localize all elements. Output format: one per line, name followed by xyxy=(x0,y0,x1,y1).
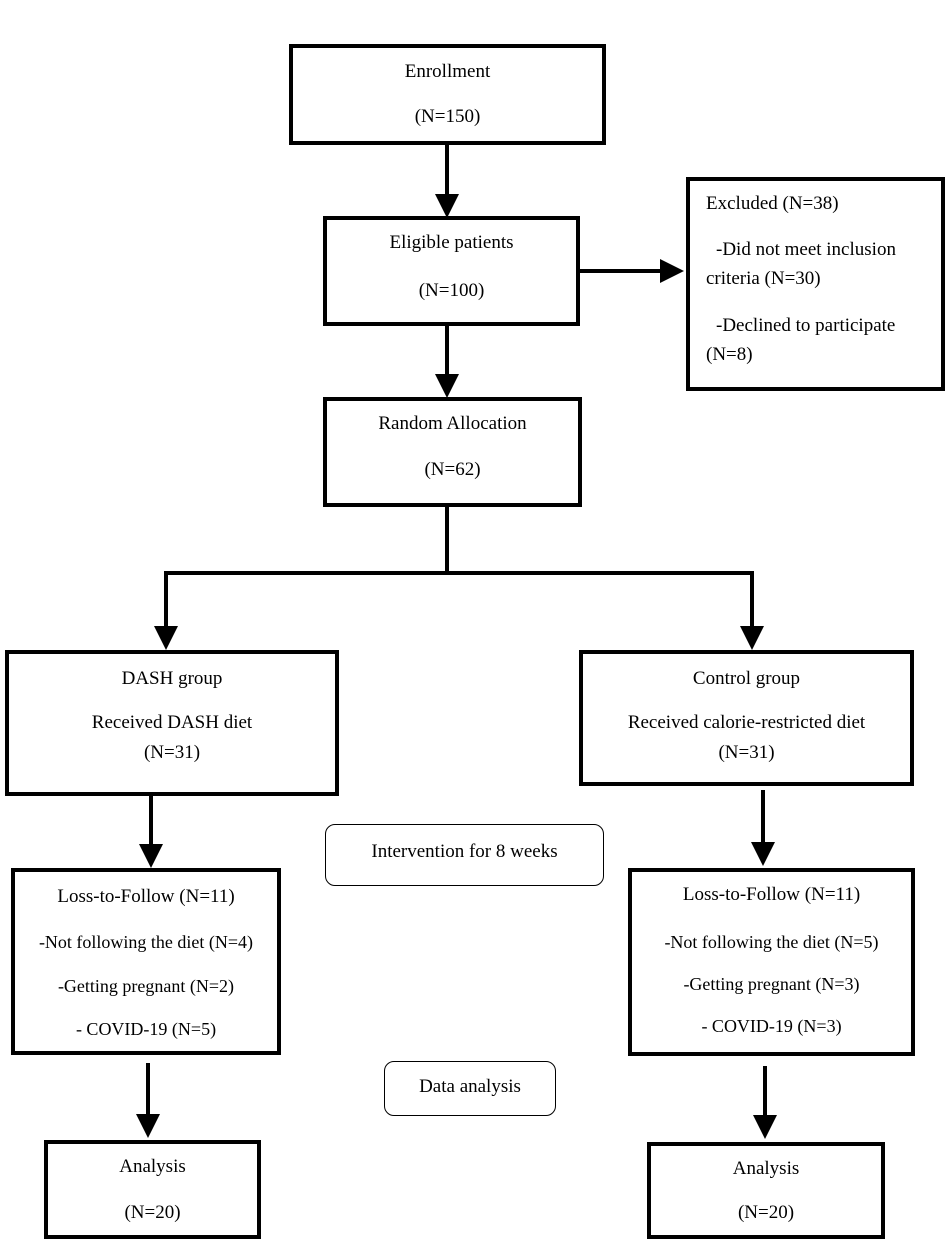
dash-group-title: DASH group xyxy=(121,668,223,689)
dash-group-desc: Received DASH diet xyxy=(91,712,253,733)
enrollment-title: Enrollment xyxy=(404,61,491,82)
data-analysis-label: Data analysis xyxy=(419,1076,521,1097)
control-analysis-count: (N=20) xyxy=(737,1202,795,1223)
data-analysis-label-box: Data analysis xyxy=(384,1061,556,1116)
eligible-box: Eligible patients (N=100) xyxy=(323,216,580,326)
excluded-title: Excluded (N=38) xyxy=(706,193,839,214)
control-loss-item2: -Getting pregnant (N=3) xyxy=(683,974,860,994)
excluded-box: Excluded (N=38) -Did not meet inclusion … xyxy=(686,177,945,391)
dash-analysis-title: Analysis xyxy=(119,1156,186,1177)
control-loss-item3: - COVID-19 (N=3) xyxy=(701,1016,842,1036)
control-loss-box: Loss-to-Follow (N=11) -Not following the… xyxy=(628,868,915,1056)
dash-loss-item3: - COVID-19 (N=5) xyxy=(75,1019,217,1039)
dash-group-count: (N=31) xyxy=(143,742,201,763)
control-group-title: Control group xyxy=(692,668,801,689)
dash-analysis-count: (N=20) xyxy=(124,1202,181,1223)
dash-loss-item2: -Getting pregnant (N=2) xyxy=(57,976,235,996)
enrollment-box: Enrollment (N=150) xyxy=(289,44,606,145)
control-group-desc: Received calorie-restricted diet xyxy=(627,712,866,733)
excluded-reason2-line2: (N=8) xyxy=(706,344,753,365)
control-group-count: (N=31) xyxy=(718,742,775,763)
dash-loss-item1: -Not following the diet (N=4) xyxy=(38,932,254,952)
enrollment-count: (N=150) xyxy=(414,106,481,127)
dash-loss-box: Loss-to-Follow (N=11) -Not following the… xyxy=(11,868,281,1055)
control-loss-item1: -Not following the diet (N=5) xyxy=(664,932,879,952)
eligible-count: (N=100) xyxy=(418,280,485,301)
allocation-count: (N=62) xyxy=(424,459,481,480)
allocation-title: Random Allocation xyxy=(378,413,527,434)
control-analysis-title: Analysis xyxy=(732,1158,800,1179)
dash-analysis-box: Analysis (N=20) xyxy=(44,1140,261,1239)
control-group-box: Control group Received calorie-restricte… xyxy=(579,650,914,786)
allocation-box: Random Allocation (N=62) xyxy=(323,397,582,507)
eligible-title: Eligible patients xyxy=(389,232,514,253)
dash-loss-title: Loss-to-Follow (N=11) xyxy=(57,886,235,907)
control-loss-title: Loss-to-Follow (N=11) xyxy=(682,884,861,905)
excluded-reason1-line2: criteria (N=30) xyxy=(706,268,821,289)
dash-group-box: DASH group Received DASH diet (N=31) xyxy=(5,650,339,796)
intervention-label-box: Intervention for 8 weeks xyxy=(325,824,604,886)
intervention-label: Intervention for 8 weeks xyxy=(371,841,558,862)
excluded-reason1-line1: -Did not meet inclusion xyxy=(716,239,896,260)
control-analysis-box: Analysis (N=20) xyxy=(647,1142,885,1239)
excluded-reason2-line1: -Declined to participate xyxy=(716,315,896,336)
